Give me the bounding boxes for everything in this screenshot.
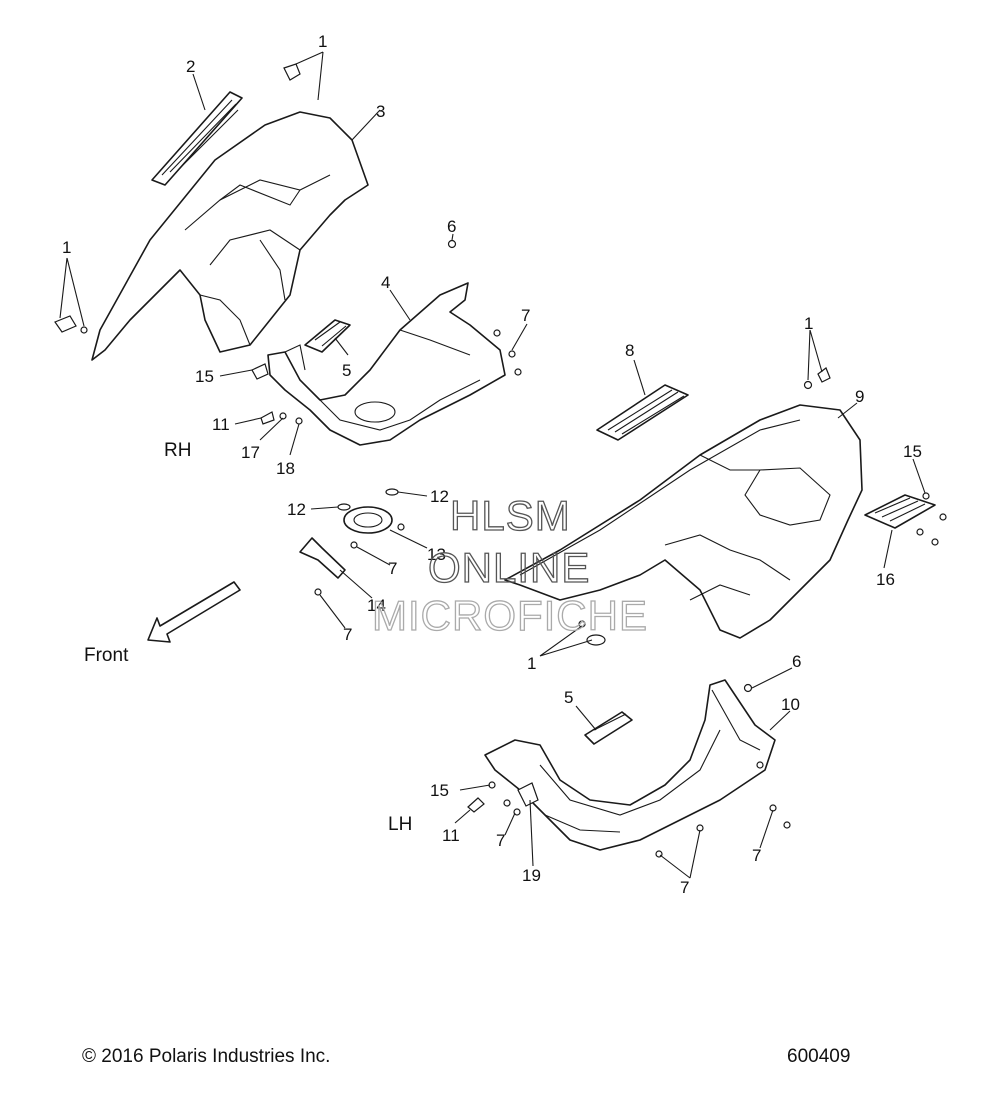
part-10-lh-lower-panel [484, 679, 776, 851]
callout-10: 10 [781, 695, 800, 714]
callout-9: 9 [855, 387, 864, 406]
callout-1: 1 [62, 238, 71, 257]
callout-1: 1 [527, 654, 536, 673]
callout-12: 12 [430, 487, 449, 506]
watermark-line3: MICROFICHE [372, 592, 648, 639]
part-13-bezel [343, 506, 393, 534]
callout-3: 3 [376, 102, 385, 121]
callout-6: 6 [447, 217, 456, 236]
callout-18: 18 [276, 459, 295, 478]
watermark-line2: ONLINE [428, 544, 590, 591]
callout-7: 7 [680, 878, 689, 897]
part-2-vent [151, 91, 243, 186]
callout-15: 15 [195, 367, 214, 386]
part-5-handle-rh [304, 319, 351, 353]
callout-16: 16 [876, 570, 895, 589]
callout-7: 7 [343, 625, 352, 644]
callout-7: 7 [388, 559, 397, 578]
callout-19: 19 [522, 866, 541, 885]
part-14-bracket [299, 537, 346, 579]
lh-label: LH [388, 814, 412, 835]
part-5-handle-lh [584, 711, 633, 745]
callout-15: 15 [430, 781, 449, 800]
front-arrow [147, 581, 241, 643]
watermark: HLSM ONLINE MICROFICHE [371, 491, 648, 639]
callout-1: 1 [318, 32, 327, 51]
part-9-lh-side-panel [504, 404, 863, 639]
callout-11: 11 [442, 826, 460, 845]
callout-15: 15 [903, 442, 922, 461]
callout-4: 4 [381, 273, 390, 292]
rh-label: RH [164, 440, 191, 461]
part-4-rh-lower-panel [267, 282, 506, 446]
callout-14: 14 [367, 596, 386, 615]
callout-11: 11 [212, 415, 230, 434]
fasteners [54, 63, 947, 858]
leader-lines [59, 51, 926, 879]
figure-number: 600409 [787, 1046, 851, 1067]
callout-13: 13 [427, 545, 446, 564]
part-3-hood [91, 111, 369, 361]
callout-5: 5 [564, 688, 573, 707]
callout-1: 1 [804, 314, 813, 333]
callout-2: 2 [186, 57, 195, 76]
callout-12: 12 [287, 500, 306, 519]
front-label: Front [84, 645, 129, 666]
callout-6: 6 [792, 652, 801, 671]
callout-5: 5 [342, 361, 351, 380]
part-8-vent [596, 384, 689, 441]
watermark-line1: HLSM [450, 492, 571, 539]
callout-7: 7 [752, 846, 761, 865]
callout-7: 7 [496, 831, 505, 850]
copyright-text: © 2016 Polaris Industries Inc. [82, 1046, 331, 1067]
callout-8: 8 [625, 341, 634, 360]
callout-labels: 1 2 3 1 6 4 7 5 15 11 17 18 12 12 13 7 1… [62, 32, 922, 897]
part-16-vent [864, 494, 936, 529]
callout-7: 7 [521, 306, 530, 325]
callout-17: 17 [241, 443, 260, 462]
